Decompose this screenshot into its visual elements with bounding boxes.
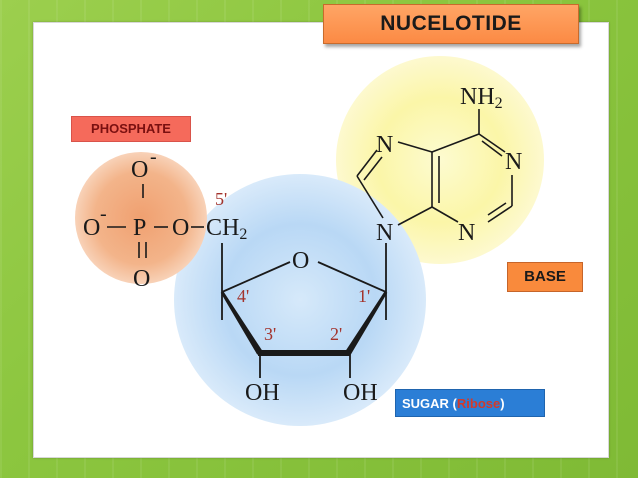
charge-o-left: -: [100, 203, 107, 225]
bond-c4-o: [221, 261, 291, 293]
bond-c8-n9: [356, 175, 384, 219]
atom-n-right: N: [505, 149, 522, 175]
bond-c2-n3-inner: [487, 202, 507, 216]
slide-title: NUCELOTIDE: [323, 4, 579, 44]
atom-ring-o: O: [292, 248, 309, 274]
carbon-number-4: 4': [237, 286, 249, 306]
bond-c2-n3: [487, 205, 513, 223]
atom-nh2: NH2: [460, 84, 503, 112]
phosphate-label: PHOSPHATE: [71, 116, 191, 142]
bond-n7-c8-inner: [363, 156, 383, 181]
atom-n-bottom-right: N: [458, 220, 475, 246]
sugar-label-prefix: SUGAR (: [402, 396, 457, 411]
atom-oh-left: OH: [245, 380, 280, 406]
carbon-number-2: 2': [330, 324, 342, 344]
atom-n-bottom-left: N: [376, 220, 393, 246]
bond-o-c1: [317, 261, 387, 293]
atom-ch2: CH2: [206, 215, 247, 243]
charge-o-top: -: [150, 146, 157, 168]
sugar-label: SUGAR (Ribose): [395, 389, 545, 417]
sugar-label-name: Ribose: [456, 396, 501, 411]
phosphate-circle: [75, 152, 207, 284]
atom-o-bottom: O: [133, 266, 150, 292]
atom-o-left: O: [83, 215, 100, 241]
sugar-label-suffix: ): [500, 396, 505, 411]
atom-o-bridge: O: [172, 215, 189, 241]
bond-n9-c4: [397, 206, 433, 226]
bond-n7-c5: [397, 141, 433, 153]
carbon-number-3: 3': [264, 324, 276, 344]
bond-c2-c1-wedge: [343, 291, 388, 355]
bond-n7-c8: [356, 149, 378, 177]
atom-oh-right: OH: [343, 380, 378, 406]
phosphate-group: O - O - P O CH2 O: [83, 146, 247, 292]
carbon-number-1: 1': [358, 286, 370, 306]
carbon-number-5: 5': [215, 189, 227, 209]
bond-n3-c4: [431, 206, 459, 223]
ribose-ring: 5' O 4' 3' 2' 1' OH OH: [215, 189, 388, 406]
atom-p: P: [133, 215, 146, 241]
base-label: BASE: [507, 262, 583, 292]
sugar-circle: [174, 174, 426, 426]
bond-c6-n1-inner: [481, 140, 503, 157]
atom-n-top-left: N: [376, 132, 393, 158]
atom-o-top: O: [131, 157, 148, 183]
bond-c6-n1: [478, 133, 506, 153]
bond-c5-c6: [431, 133, 480, 153]
adenine-base: NH2 N N N N: [356, 84, 522, 246]
